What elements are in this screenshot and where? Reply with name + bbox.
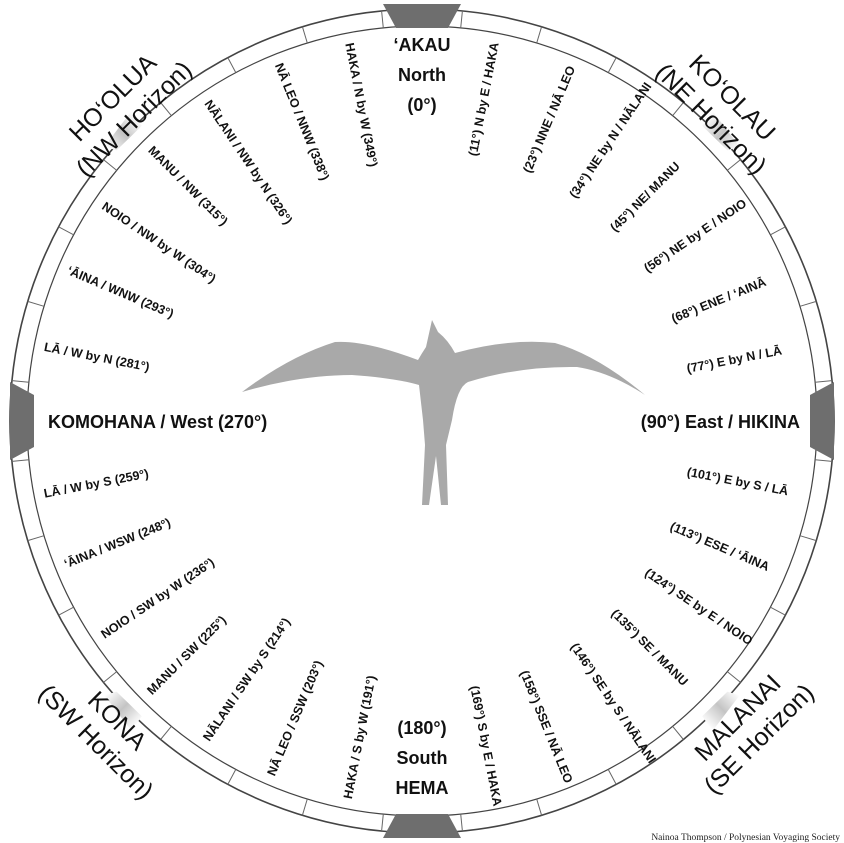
west-marker [10, 382, 34, 460]
north-marker [383, 4, 461, 28]
north-label-degrees: (0°) [407, 95, 436, 115]
west-label: KOMOHANA / West (270°) [48, 412, 267, 432]
south-marker [383, 814, 461, 838]
credit-line: Nainoa Thompson / Polynesian Voyaging So… [651, 833, 840, 843]
east-label: (90°) East / HIKINA [641, 412, 800, 432]
north-label-word: North [398, 65, 446, 85]
south-label-name: HEMA [396, 778, 449, 798]
south-label-degrees: (180°) [397, 718, 446, 738]
east-marker [810, 382, 834, 460]
north-label-name: ‘AKAU [394, 35, 451, 55]
south-label-word: South [397, 748, 448, 768]
